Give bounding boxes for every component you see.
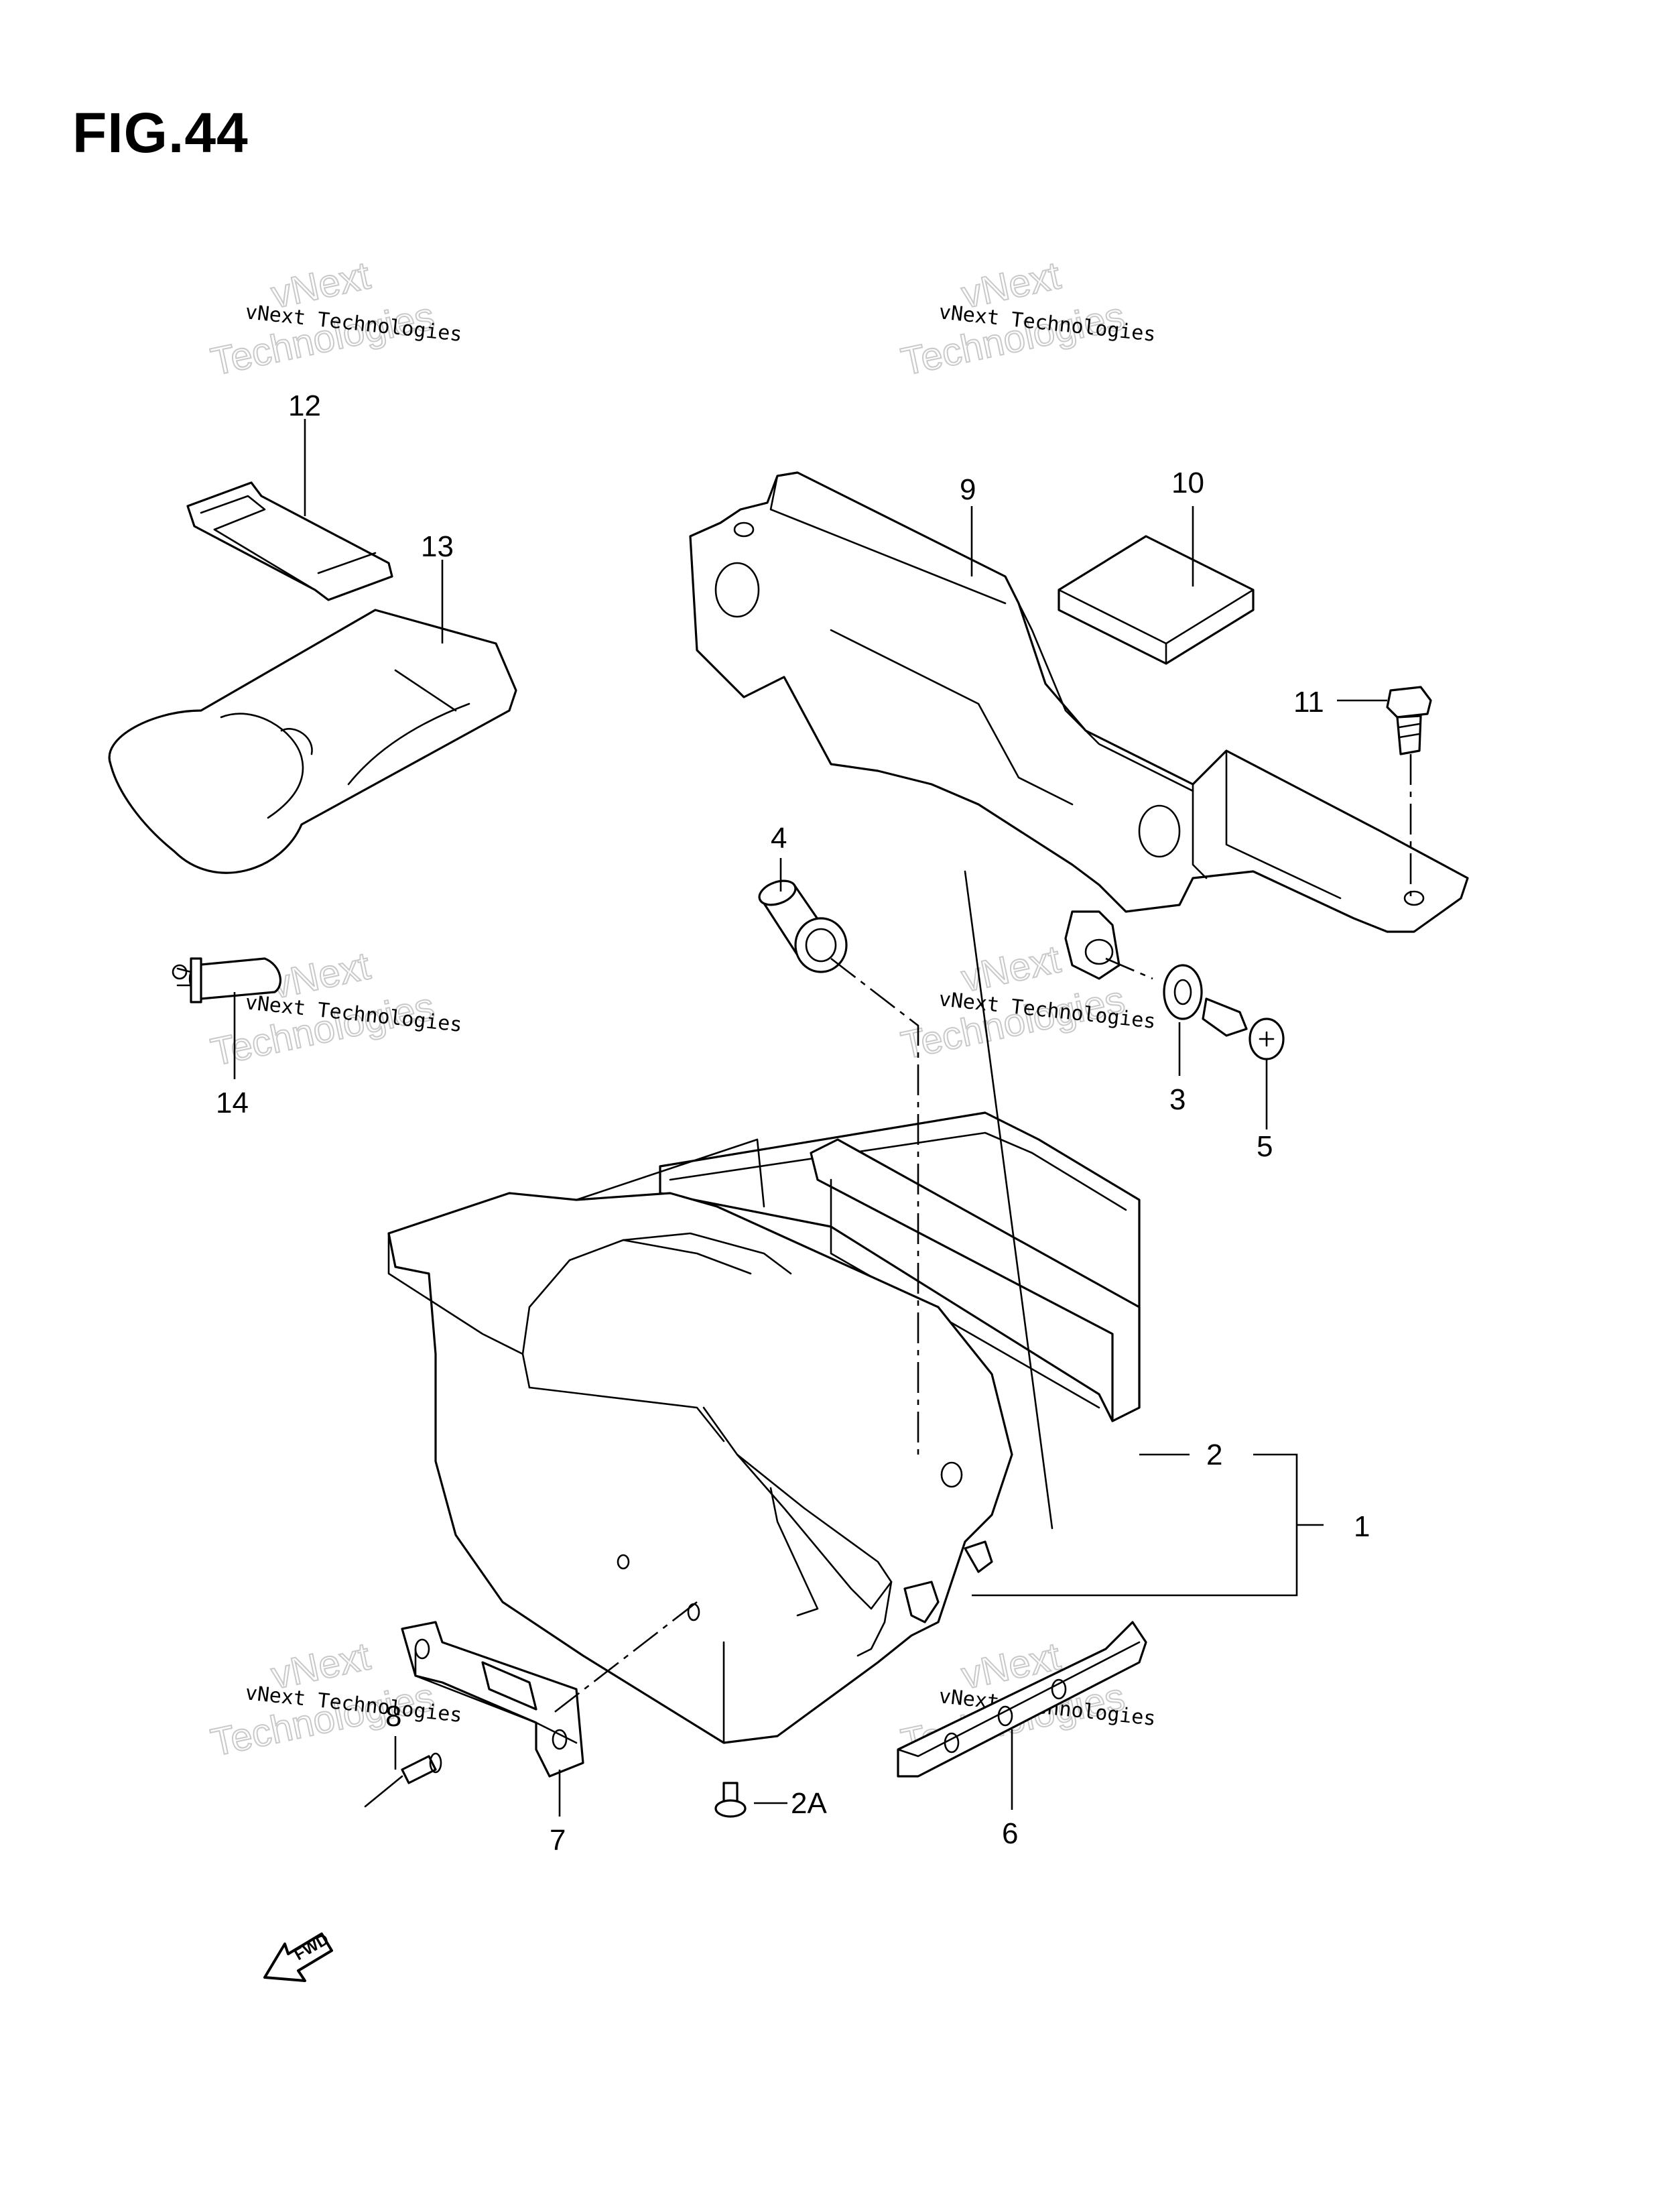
callout-9: 9 xyxy=(960,473,976,506)
watermark-top-left: vNext Technologies vNext Technologies xyxy=(206,253,463,384)
part-1-box xyxy=(387,1138,1013,1744)
part-2-frame xyxy=(659,1111,1141,1422)
callout-13: 13 xyxy=(421,530,454,563)
callout-14: 14 xyxy=(216,1087,249,1119)
callout-1: 1 xyxy=(1354,1510,1370,1543)
part-11-bolt xyxy=(1386,686,1432,755)
part-7-bracket xyxy=(401,1621,584,1778)
figure-title: FIG.44 xyxy=(72,101,249,164)
leader-lines xyxy=(233,419,1412,1817)
part-6-spacer xyxy=(897,1621,1147,1778)
callout-8: 8 xyxy=(385,1700,401,1733)
assembly-lines xyxy=(549,870,1153,1717)
part-5-bolt xyxy=(1202,997,1285,1060)
part-13-cover xyxy=(108,609,517,874)
callout-2: 2 xyxy=(1206,1438,1222,1471)
callout-10: 10 xyxy=(1171,467,1204,499)
part-14-plug xyxy=(172,957,281,1003)
callout-2a: 2A xyxy=(791,1787,827,1820)
callout-7: 7 xyxy=(550,1824,566,1857)
part-10-pad xyxy=(1058,535,1255,665)
part-3-washer xyxy=(1163,964,1203,1020)
fwd-arrow-icon: FWD xyxy=(263,1930,333,1982)
part-2a-screw xyxy=(714,1782,747,1818)
callout-5: 5 xyxy=(1257,1130,1273,1163)
part-4-bush xyxy=(758,879,848,973)
callout-6: 6 xyxy=(1002,1817,1018,1850)
callout-4: 4 xyxy=(771,822,787,855)
part-12-strap xyxy=(186,481,393,601)
callout-labels: 12 13 14 4 9 10 11 3 5 2 1 2A 7 8 6 xyxy=(216,389,1370,1857)
callout-12: 12 xyxy=(288,389,321,422)
callout-3: 3 xyxy=(1169,1083,1186,1116)
callout-11: 11 xyxy=(1293,686,1324,719)
part-8-rivet xyxy=(364,1752,442,1808)
part-9-bracket xyxy=(689,471,1469,980)
watermark-top-center: vNext Technologies vNext Technologies xyxy=(897,253,1157,384)
